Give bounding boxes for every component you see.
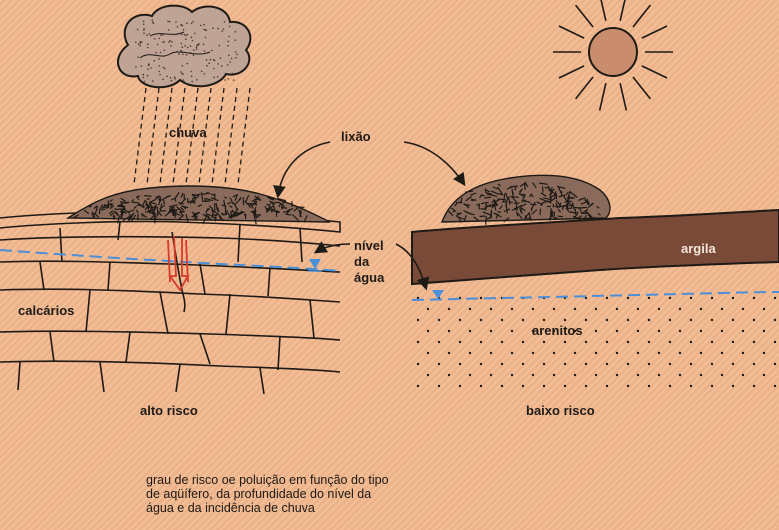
infiltration-arrow-icon (168, 236, 188, 290)
water-table-right (412, 290, 779, 300)
water-level-marker-icon (432, 290, 444, 299)
label-low-risk: baixo risco (526, 403, 595, 418)
garbage-mound-icon (442, 175, 610, 225)
garbage-mound-icon (68, 186, 330, 224)
label-clay: argila (681, 241, 716, 256)
water-level-marker-icon (309, 259, 321, 269)
caption-line: grau de risco oe poluição em função do t… (146, 473, 389, 487)
caption-line: água e da incidência de chuva (146, 501, 389, 515)
label-sandstone: arenitos (532, 323, 583, 338)
label-water-level-2: da (354, 254, 369, 269)
caption: grau de risco oe poluição em função do t… (146, 473, 389, 515)
label-water-level-3: água (354, 270, 384, 285)
label-limestone: calcários (18, 303, 74, 318)
sandstone-dots (417, 297, 776, 387)
label-rain: chuva (169, 125, 207, 140)
label-water-level-1: nível (354, 238, 384, 253)
label-landfill: lixão (341, 129, 371, 144)
sun-icon (553, 0, 673, 110)
caption-line: de aqüífero, da profundidade do nível da (146, 487, 389, 501)
label-high-risk: alto risco (140, 403, 198, 418)
rain-cloud-icon (118, 6, 250, 88)
